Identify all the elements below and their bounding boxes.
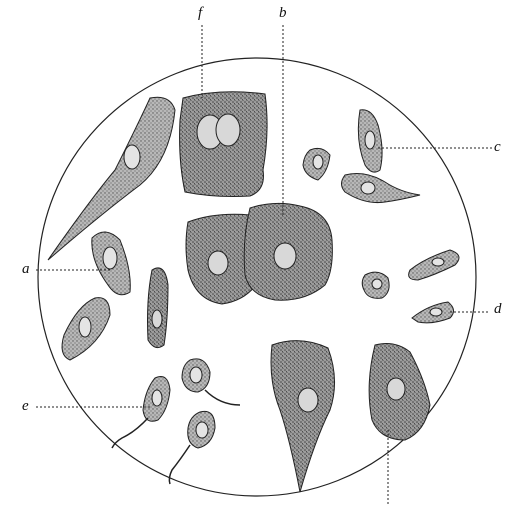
label-f: f — [198, 6, 202, 21]
cell-small-right-round — [362, 272, 389, 298]
label-e: e — [22, 399, 29, 414]
label-b: b — [279, 6, 287, 21]
cell-f-squamous — [180, 92, 268, 197]
label-c: c — [494, 140, 501, 155]
label-d: d — [494, 302, 502, 317]
label-a: a — [22, 262, 30, 277]
cell-elongated-left — [148, 268, 169, 348]
cell-b-pair — [186, 203, 332, 304]
